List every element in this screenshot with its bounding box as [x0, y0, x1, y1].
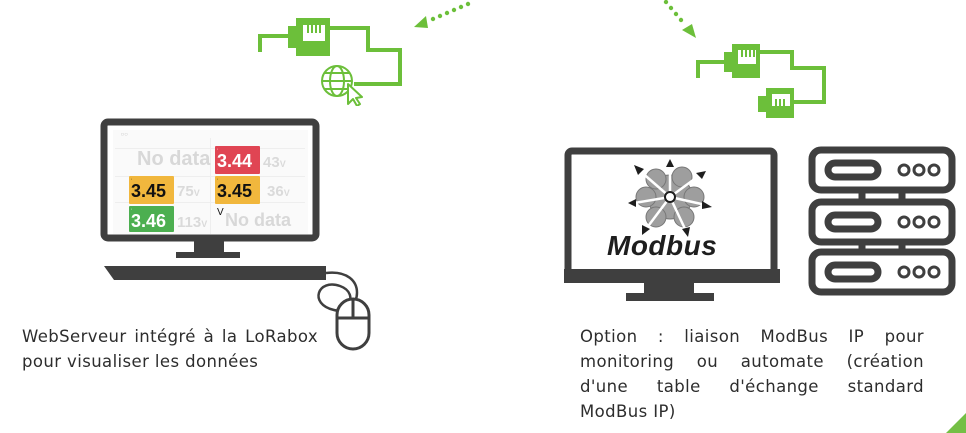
ghost-value: 43V — [263, 154, 286, 171]
caption-modbus: Option : liaison ModBus IP pour monitori… — [580, 327, 924, 421]
value-tile: ▪ 3.44 V — [215, 146, 260, 188]
modbus-logo — [628, 159, 712, 237]
modbus-logo-text: Modbus — [607, 230, 718, 261]
no-data-label: No data — [137, 148, 211, 170]
ghost-value: 113V — [177, 214, 208, 231]
mouse-icon — [335, 297, 371, 351]
caption-webserver: WebServeur intégré à la LoRabox pour vis… — [22, 327, 318, 371]
ghost-value: 36V — [267, 183, 290, 200]
ethernet-plug-icon — [258, 18, 402, 86]
dotted-arrow-icon — [414, 1, 471, 28]
value-tile: ▪ 3.46 V — [129, 206, 174, 232]
ethernet-plug-icon — [696, 44, 826, 118]
server-rack-icon — [808, 146, 956, 296]
cursor-icon — [347, 83, 363, 106]
corner-accent — [946, 413, 966, 433]
ghost-value: 75V — [177, 183, 200, 200]
globe-icon — [321, 65, 363, 106]
value-tile: ▪ 3.45 V — [215, 176, 260, 218]
dashboard-screen: ▢ ▢ No data ▪ 3.44 V 43V ▪ 3.45 V 75V ▪ … — [113, 130, 308, 234]
dotted-arrow-icon — [663, 0, 696, 38]
monitor-icon — [564, 147, 780, 301]
value-tile: ▪ 3.45 V — [129, 176, 174, 218]
no-data-label: No data — [225, 210, 292, 230]
